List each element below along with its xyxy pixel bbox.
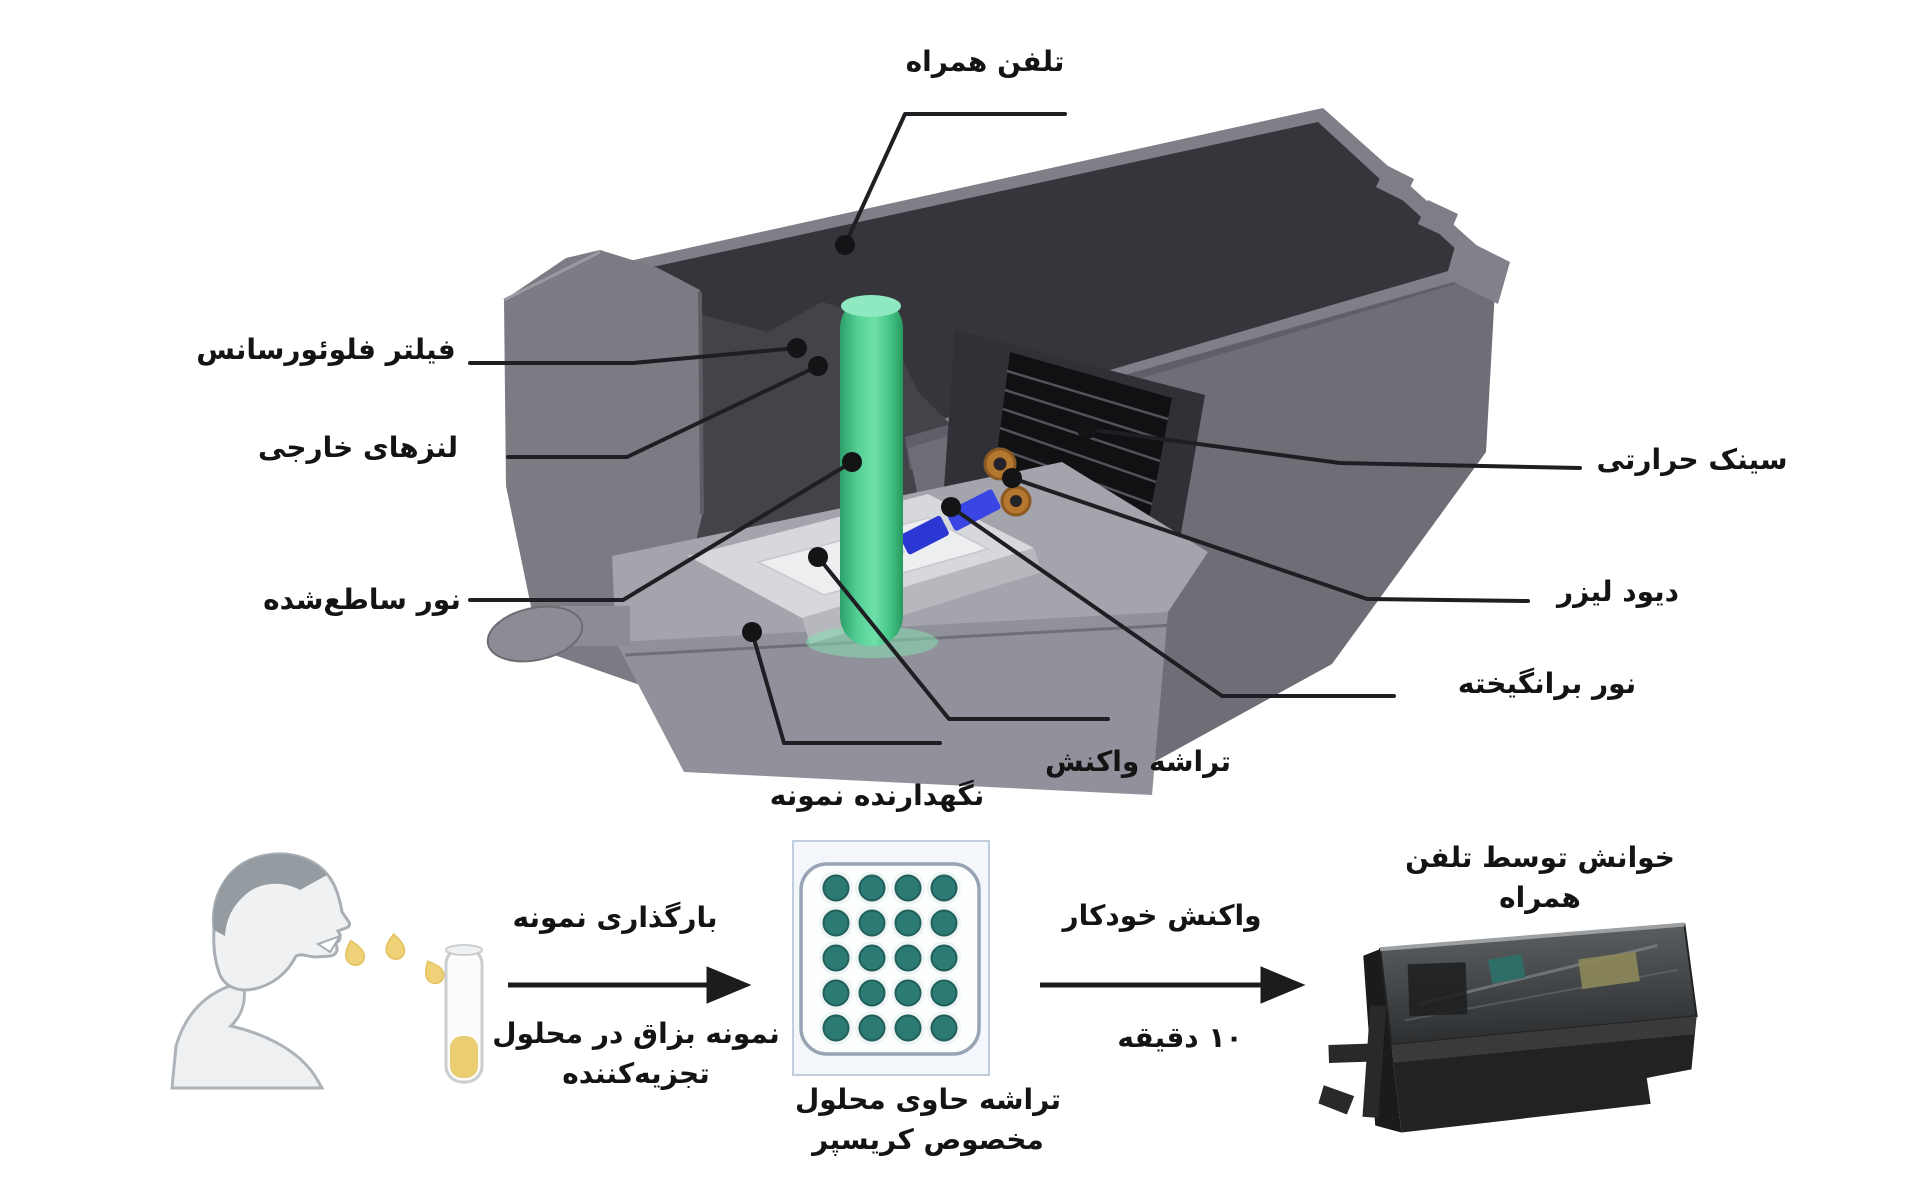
leader-mobile-phone: [843, 112, 1067, 247]
step1-caption-line1: نمونه بزاق در محلول: [492, 1017, 780, 1050]
label-sample-holder: نگهدارنده نمونه: [769, 779, 985, 812]
person-hair: [213, 854, 327, 936]
chip-caption-line2: مخصوص کریسپر: [812, 1123, 1044, 1156]
device-left-block-inner-edge: [698, 291, 704, 515]
device-step-corner-block: [1446, 236, 1510, 304]
leader-fluorescence-filter: [468, 346, 799, 365]
leader-external-lenses: [506, 364, 820, 459]
label-chip-caption: تراشه حاوی محلول مخصوص کریسپر: [795, 1080, 1061, 1160]
dot-reaction-chip: [808, 547, 828, 567]
dot-mobile-phone: [835, 235, 855, 255]
leader-laser-diode: [1010, 476, 1530, 603]
label-emitted-light: نور ساطع‌شده: [263, 583, 461, 616]
leader-excitation-light: [949, 505, 1396, 698]
device-left-latch: [486, 605, 630, 663]
chip-caption-line1: تراشه حاوی محلول: [794, 1083, 1062, 1116]
leader-sample-holder: [750, 630, 942, 745]
person-open-mouth: [315, 934, 343, 954]
device-base-front-skirt: [616, 612, 1168, 795]
label-mobile-phone: تلفن همراه: [905, 45, 1065, 78]
person-torso: [170, 980, 325, 1090]
label-step2-title: واکنش خودکار: [1062, 899, 1262, 932]
label-excitation-light: نور برانگیخته: [1457, 667, 1637, 700]
label-result-caption: خوانش توسط تلفن همراه: [1405, 838, 1675, 918]
result-caption-line1: خوانش توسط تلفن: [1405, 841, 1675, 874]
emitted-light-column: [806, 295, 938, 658]
cartridge-photo: [1318, 922, 1698, 1133]
dot-excitation-light: [941, 497, 961, 517]
sample-tube-icon: [444, 944, 484, 1084]
label-laser-diode: دیود لیزر: [1556, 575, 1680, 608]
label-external-lenses: لنزهای خارجی: [257, 431, 459, 464]
result-caption-line2: همراه: [1499, 881, 1581, 914]
callout-dots: [742, 235, 1097, 642]
label-step1-title: بارگذاری نمونه: [512, 901, 718, 934]
dot-heat-sink: [1077, 419, 1097, 439]
label-reaction-chip: تراشه واکنش: [1044, 745, 1232, 778]
dot-laser-diode: [1002, 468, 1022, 488]
step1-caption-line2: تجزیه‌کننده: [562, 1057, 710, 1090]
dot-fluorescence-filter: [787, 338, 807, 358]
label-step1-caption: نمونه بزاق در محلول تجزیه‌کننده: [492, 1014, 779, 1094]
leader-heat-sink: [1085, 427, 1582, 470]
person-illustration: [170, 852, 351, 1090]
label-fluorescence-filter: فیلتر فلوئورسانس: [196, 333, 456, 366]
leader-reaction-chip: [816, 555, 1110, 721]
chip-wells: [819, 871, 961, 1045]
cartridge-clip: [1318, 1004, 1387, 1118]
dot-external-lenses: [808, 356, 828, 376]
saliva-droplets-icon: [345, 932, 445, 985]
device-step-notch-1: [1376, 165, 1414, 201]
device-step-notch-2: [1418, 200, 1458, 238]
dot-sample-holder: [742, 622, 762, 642]
laser-diode-rings: [983, 447, 1032, 517]
reaction-chip-illustration: [792, 840, 990, 1076]
leader-emitted-light: [468, 460, 854, 602]
label-step2-duration: ۱۰ دقیقه: [1117, 1021, 1243, 1054]
device-left-block-edge-highlight: [503, 250, 601, 302]
dot-emitted-light: [842, 452, 862, 472]
label-heat-sink: سینک حرارتی: [1596, 443, 1788, 476]
callout-leader-lines: [468, 112, 1582, 745]
